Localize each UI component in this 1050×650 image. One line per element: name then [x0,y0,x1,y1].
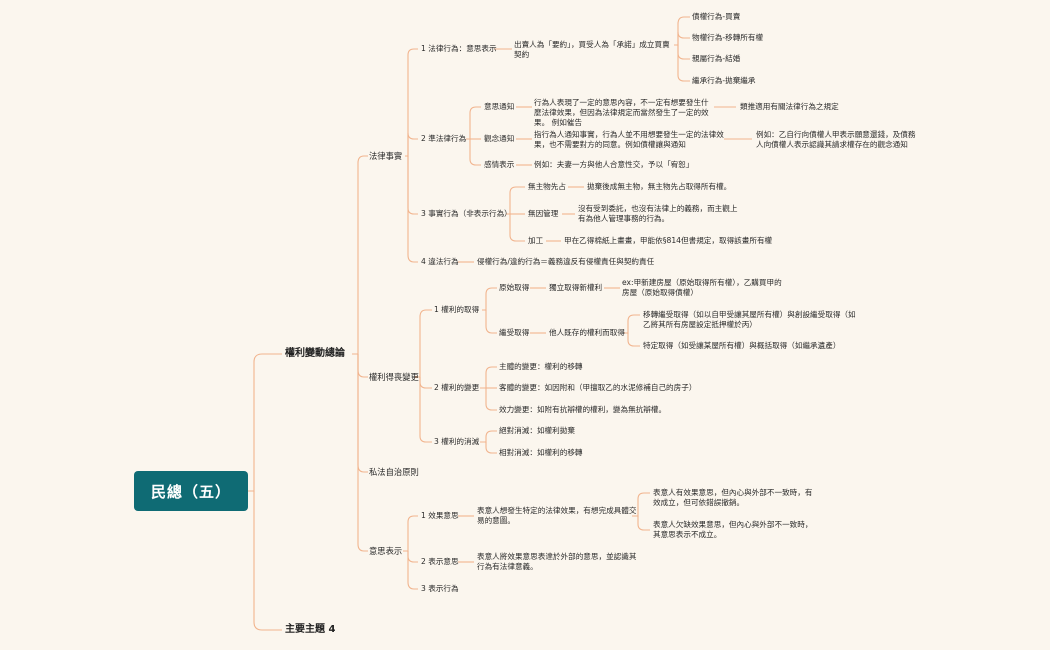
node-label[interactable]: 無主物先占 [528,182,566,191]
leaf-item[interactable]: 繼承行為-拋棄繼承 [692,76,756,85]
node-change[interactable]: 2 權利的變更 [434,383,480,392]
node-desc[interactable]: 甲在乙得棉紙上畫畫，甲能依§814但書規定，取得該畫所有權 [564,236,773,245]
section-rights[interactable]: 權利得喪變更 [369,372,419,382]
node-factual-act[interactable]: 3 事實行為（非表示行為） [421,209,512,218]
leaf-item[interactable]: 移轉繼受取得（如以自甲受讓其屋所有權）與創設繼受取得（如乙將其所有房屋設定抵押權… [643,310,856,329]
node-effect-intent[interactable]: 1 效果意思 [421,511,459,520]
node-desc[interactable]: 表意人想發生特定的法律效果，有想完成具體交易的意圖。 [477,506,637,525]
leaf-item[interactable]: 物權行為-移轉所有權 [692,33,764,42]
leaf-item[interactable]: 客體的變更：如因附和（甲擅取乙的水泥修補自己的房子） [499,383,697,392]
section-autonomy[interactable]: 私法自治原則 [369,467,419,477]
node-label[interactable]: 原始取得 [499,283,530,292]
leaf-item[interactable]: 效力變更：如附有抗辯權的權利，變為無抗辯權。 [499,405,667,414]
node-desc[interactable]: ex:甲新建房屋（原始取得所有權），乙購買甲的房屋（原始取得債權） [622,278,782,297]
leaf-item[interactable]: 例如：乙自行向債權人甲表示願意還錢，及債務人向債權人表示認識其請求權存在的觀念通… [756,130,916,149]
node-juristic-act-desc[interactable]: 出賣人為「要約」，買受人為「承諾」成立買賣契約 [514,40,670,59]
node-illegal-act[interactable]: 4 違法行為 [421,257,459,266]
node-desc[interactable]: 行為人表現了一定的意思內容，不一定有想要發生什麼法律效果，但因為法律規定而當然發… [534,98,709,127]
node-desc[interactable]: 指行為人通知事實，行為人並不用想要發生一定的法律效果，也不需要對方的同意。例如債… [534,130,724,149]
node-desc[interactable]: 拋棄後成無主物，無主物先占取得所有權。 [587,182,732,191]
node-label[interactable]: 他人既存的權利而取得 [549,328,625,337]
leaf-item[interactable]: 主體的變更：權利的移轉 [499,362,583,371]
node-label[interactable]: 加工 [528,236,544,245]
node-quasi-act[interactable]: 2 準法律行為 [421,134,467,143]
topic-main-4[interactable]: 主要主題 4 [285,624,336,635]
node-juristic-act[interactable]: 1 法律行為：意思表示 [421,44,497,53]
topic-rights-change[interactable]: 權利變動總論 [285,348,345,359]
leaf-item[interactable]: 債權行為-買賣 [692,12,741,21]
node-desc[interactable]: 沒有受到委託，也沒有法律上的義務，而主觀上有為他人管理事務的行為。 [578,204,738,223]
node-desc[interactable]: 侵權行為/違約行為＝義務違反有侵權責任與契約責任 [477,257,655,266]
leaf-item[interactable]: 表意人有效果意思，但內心與外部不一致時，有效成立，但可依錯誤撤銷。 [653,488,813,507]
leaf-item[interactable]: 類推適用有關法律行為之規定 [740,102,839,111]
node-loss[interactable]: 3 權利的消滅 [434,437,480,446]
node-desc[interactable]: 例如：夫妻一方與他人合意性交，予以「宥恕」 [534,160,694,169]
node-label[interactable]: 無因管理 [528,209,559,218]
node-desc[interactable]: 表意人將效果意思表達於外部的意思，並認識其行為有法律意義。 [477,552,637,571]
node-label[interactable]: 意思通知 [484,102,515,111]
leaf-item[interactable]: 絕對消滅：如權利拋棄 [499,426,575,435]
leaf-item[interactable]: 特定取得（如受讓某屋所有權）與概括取得（如繼承遺產） [643,341,841,350]
node-label[interactable]: 繼受取得 [499,328,530,337]
leaf-item[interactable]: 表意人欠缺效果意思，但內心與外部不一致時，其意思表示不成立。 [653,520,813,539]
section-intent[interactable]: 意思表示 [369,546,403,556]
leaf-item[interactable]: 親屬行為-結婚 [692,54,741,63]
node-expression-act[interactable]: 3 表示行為 [421,584,459,593]
node-expression-intent[interactable]: 2 表示意思 [421,557,459,566]
node-label[interactable]: 觀念通知 [484,134,515,143]
node-label[interactable]: 獨立取得新權利 [549,283,603,292]
node-label[interactable]: 感情表示 [484,160,515,169]
root-node[interactable]: 民總（五） [134,471,248,511]
node-acquire[interactable]: 1 權利的取得 [434,305,480,314]
leaf-item[interactable]: 相對消滅：如權利的移轉 [499,448,583,457]
section-legal-fact[interactable]: 法律事實 [369,151,403,161]
